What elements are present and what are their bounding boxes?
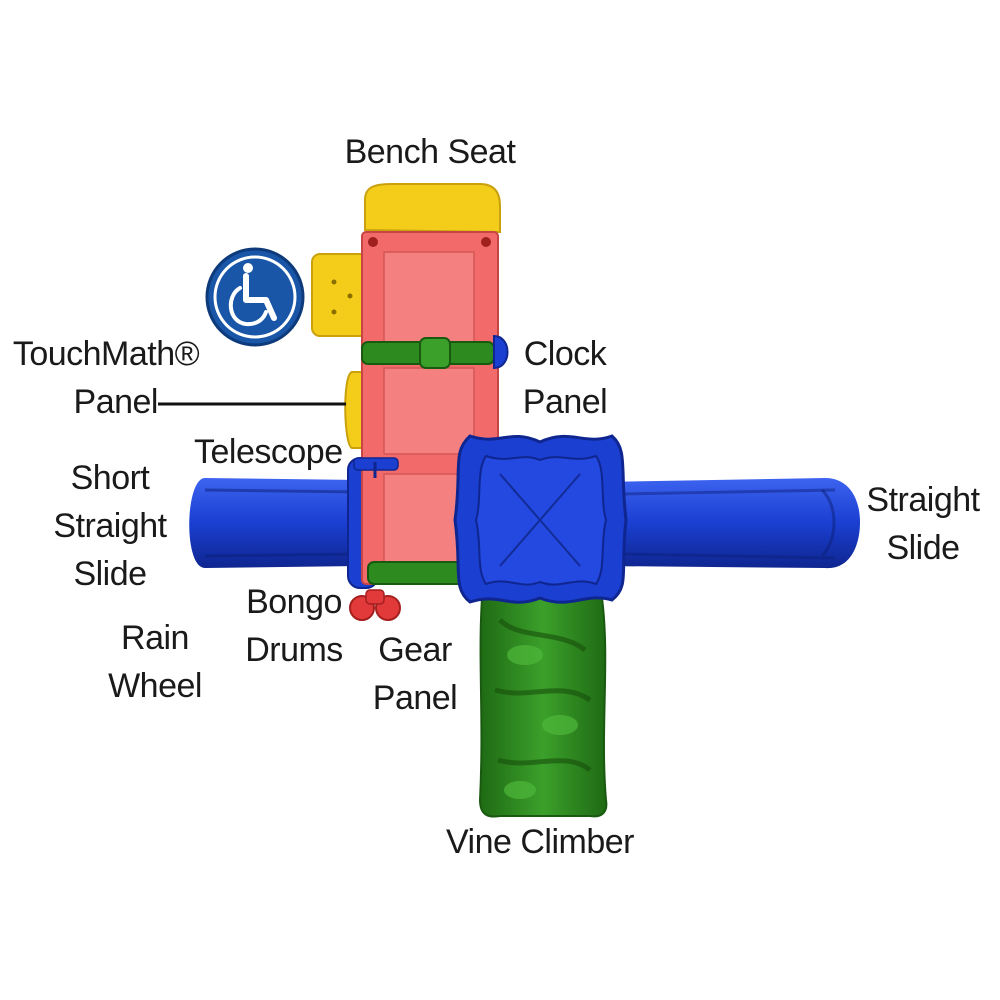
clock-text-2: Panel [522, 383, 608, 421]
rain-wheel-text-1: Rain [121, 619, 189, 657]
straight-slide [600, 478, 860, 569]
bongo-text-1: Bongo [246, 583, 342, 621]
bench-seat-text: Bench Seat [344, 133, 516, 171]
label-bench-seat: Bench Seat [330, 128, 530, 176]
vine-climber-text: Vine Climber [445, 823, 635, 861]
short-slide-text-3: Slide [73, 555, 147, 593]
telescope-text: Telescope [194, 433, 343, 471]
gear-text-1: Gear [378, 631, 452, 669]
clock-text-1: Clock [523, 335, 607, 373]
bongo-text-2: Drums [245, 631, 343, 669]
straight-slide-text-2: Slide [886, 529, 960, 567]
transfer-step [311, 253, 369, 337]
label-telescope: Telescope [194, 428, 343, 476]
label-vine-climber: Vine Climber [430, 818, 650, 866]
short-slide-text-1: Short [70, 459, 150, 497]
bench-seat [364, 183, 501, 234]
touchmath-text-2: Panel [73, 383, 159, 421]
green-rail [361, 337, 495, 369]
touchmath-text-1: TouchMath® [12, 335, 200, 373]
bongo-drums [349, 589, 401, 621]
label-clock-panel: Clock Panel [510, 330, 620, 426]
blue-roof-deck [453, 434, 628, 604]
label-rain-wheel: Rain Wheel [100, 614, 210, 710]
label-gear-panel: Gear Panel [365, 626, 465, 722]
short-straight-slide [189, 478, 361, 568]
label-bongo-drums: Bongo Drums [234, 578, 354, 674]
label-touchmath-panel: TouchMath® Panel [6, 330, 206, 426]
wheelchair-accessibility-icon [205, 247, 305, 347]
short-slide-text-2: Straight [53, 507, 167, 545]
label-short-straight-slide: Short Straight Slide [40, 454, 180, 598]
telescope [353, 457, 399, 478]
vine-climber [478, 597, 608, 818]
rain-wheel-text-2: Wheel [108, 667, 202, 705]
straight-slide-text-1: Straight [866, 481, 980, 519]
label-straight-slide: Straight Slide [858, 476, 988, 572]
gear-text-2: Panel [372, 679, 458, 717]
clock-panel [493, 334, 509, 370]
